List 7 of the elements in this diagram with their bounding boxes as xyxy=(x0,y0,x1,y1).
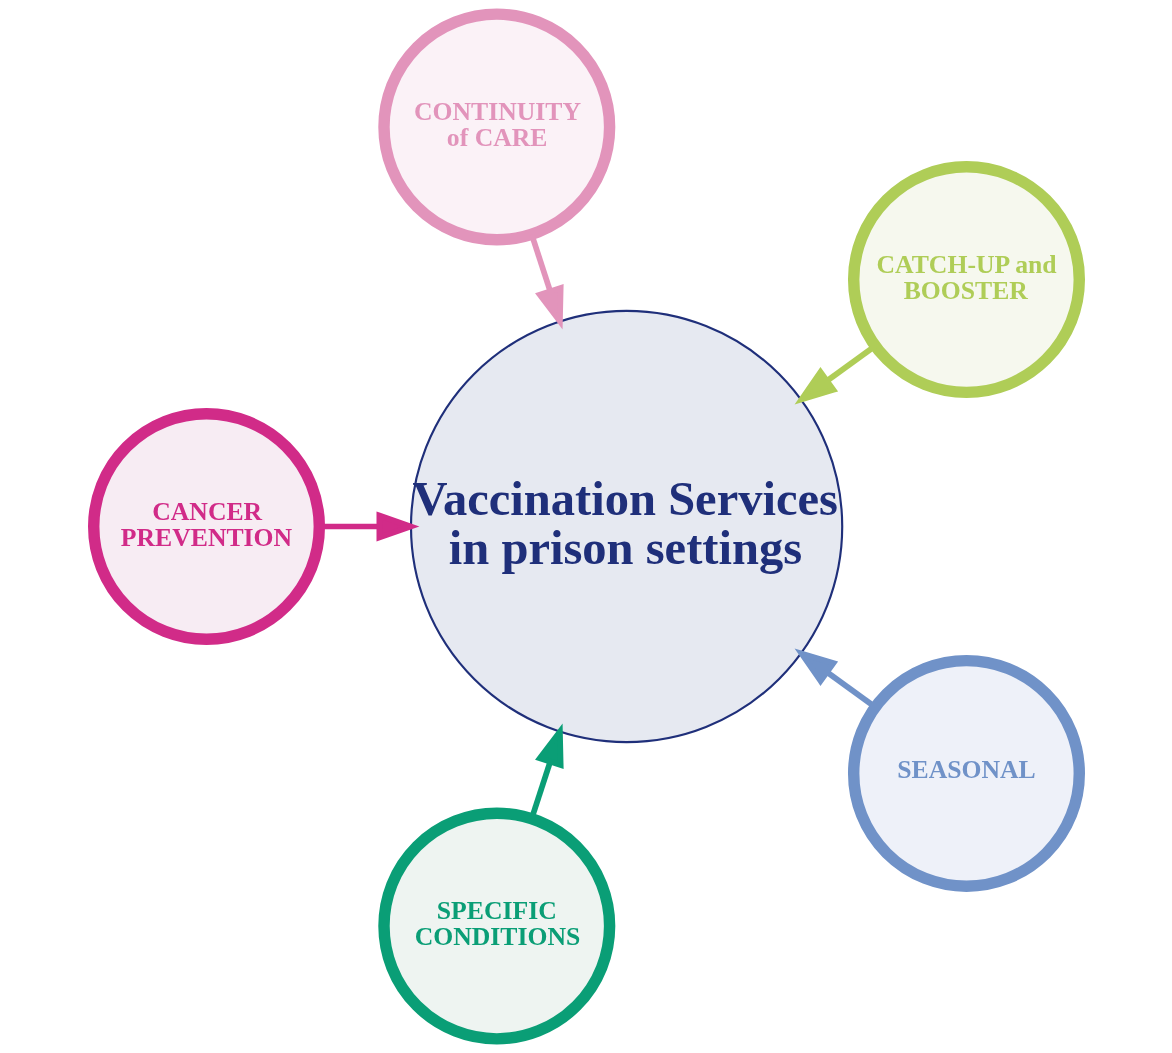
node-circle: SEASONAL xyxy=(847,654,1085,892)
node-circle: CANCER PREVENTION xyxy=(87,408,325,645)
node-circle: CATCH-UP and BOOSTER xyxy=(847,161,1085,399)
node-circle: CONTINUITY of CARE xyxy=(377,8,615,246)
node-circle: Vaccination Services in prison settings xyxy=(409,309,843,744)
node-circle: SPECIFIC CONDITIONS xyxy=(377,807,615,1045)
arrow xyxy=(319,511,419,542)
